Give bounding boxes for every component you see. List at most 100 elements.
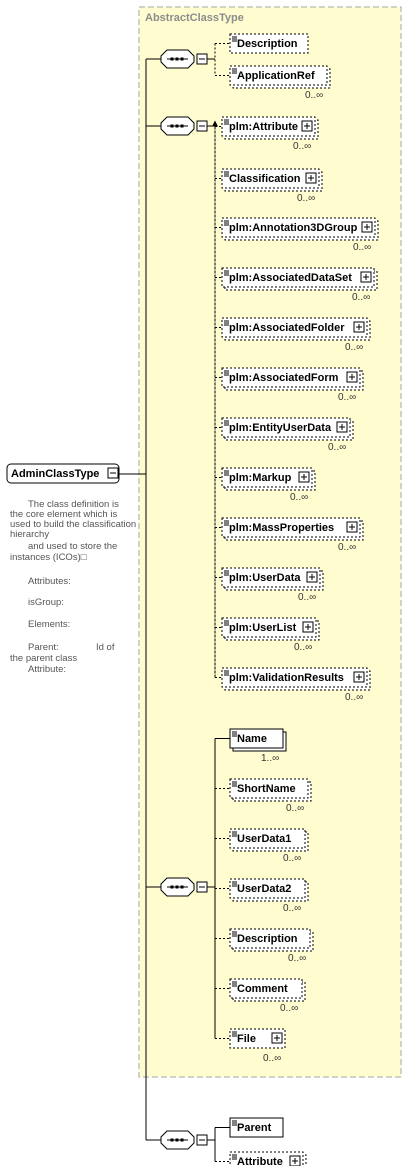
element-label: plm:Markup: [229, 472, 292, 484]
element-plm-userdata[interactable]: plm:UserData 0..∞: [221, 567, 324, 603]
expand-icon[interactable]: [360, 271, 372, 283]
root-element-admin-class-type[interactable]: AdminClassType: [6, 463, 120, 484]
cardinality-label: 0..∞: [283, 853, 301, 864]
element-glyph-icon: [224, 420, 229, 426]
collapse-icon[interactable]: [196, 120, 208, 132]
expand-icon[interactable]: [353, 321, 365, 333]
element-parent[interactable]: Parent: [229, 1117, 284, 1138]
element-applicationref[interactable]: ApplicationRef 0..∞: [229, 65, 331, 101]
element-plm-annotation3dgroup[interactable]: plm:Annotation3DGroup 0..∞: [221, 217, 379, 253]
connector-lines: [119, 43, 230, 1162]
element-label: File: [237, 1033, 256, 1045]
expand-icon[interactable]: [271, 1032, 283, 1044]
sequence-compositor[interactable]: [160, 49, 195, 69]
abstract-class-type-box: AbstractClassType: [138, 6, 402, 1078]
cardinality-label: 0..∞: [305, 90, 323, 101]
cardinality-label: 0..∞: [294, 642, 312, 653]
element-glyph-icon: [224, 119, 229, 125]
cardinality-label: 0..∞: [298, 592, 316, 603]
element-label: UserData1: [237, 833, 291, 845]
doc-line: the parent class: [10, 653, 77, 664]
doc-line: isGroup:: [28, 597, 64, 608]
cardinality-label: 0..∞: [338, 542, 356, 553]
expand-icon[interactable]: [298, 471, 310, 483]
element-glyph-icon: [224, 320, 229, 326]
group-name-sequence: Name1..∞ShortName0..∞UserData10..∞UserDa…: [160, 728, 314, 1064]
element-label: plm:UserData: [229, 572, 301, 584]
element-userdata1[interactable]: UserData1 0..∞: [229, 828, 309, 864]
collapse-icon[interactable]: [196, 1134, 208, 1146]
collapse-icon[interactable]: [196, 53, 208, 65]
group-parent-sequence: ParentAttribute0..∞: [160, 1117, 307, 1166]
element-label: Name: [237, 733, 267, 745]
element-glyph-icon: [232, 1031, 237, 1037]
element-label: Comment: [237, 983, 288, 995]
sequence-compositor[interactable]: [160, 877, 195, 897]
element-glyph-icon: [232, 981, 237, 987]
cardinality-label: 0..∞: [345, 692, 363, 703]
expand-icon[interactable]: [301, 120, 313, 132]
element-classification[interactable]: Classification 0..∞: [221, 168, 323, 204]
expand-icon[interactable]: [353, 671, 365, 683]
cardinality-label: 0..∞: [263, 1053, 281, 1064]
collapse-icon[interactable]: [196, 881, 208, 893]
doc-line: and used to store the: [28, 541, 117, 552]
element-glyph-icon: [224, 270, 229, 276]
element-glyph-icon: [232, 36, 237, 42]
expand-collapse-icon[interactable]: [107, 467, 119, 479]
root-element-label: AdminClassType: [11, 468, 99, 480]
doc-line: Id of: [96, 642, 115, 653]
element-label: plm:Annotation3DGroup: [229, 222, 358, 234]
sequence-compositor[interactable]: [160, 116, 195, 136]
element-glyph-icon: [224, 670, 229, 676]
expand-icon[interactable]: [346, 521, 358, 533]
sequence-compositor[interactable]: [160, 1130, 195, 1150]
element-file[interactable]: File 0..∞: [229, 1028, 286, 1064]
element-description[interactable]: Description: [229, 33, 309, 54]
doc-line: the core element which is: [10, 509, 117, 520]
element-label: ApplicationRef: [237, 70, 315, 82]
cardinality-label: 0..∞: [283, 903, 301, 914]
element-label: plm:UserList: [229, 622, 297, 634]
doc-line: The class definition is: [28, 499, 119, 510]
element-label: plm:AssociatedDataSet: [229, 272, 352, 284]
element-glyph-icon: [232, 1154, 237, 1160]
expand-icon[interactable]: [306, 571, 318, 583]
expand-icon[interactable]: [346, 371, 358, 383]
expand-icon[interactable]: [289, 1155, 301, 1166]
element-plm-userlist[interactable]: plm:UserList 0..∞: [221, 617, 320, 653]
element-glyph-icon: [224, 220, 229, 226]
expand-icon[interactable]: [361, 221, 373, 233]
group-plm-sequence: plm:Attribute0..∞Classification0..∞plm:A…: [160, 116, 379, 703]
doc-line: Parent:: [28, 642, 59, 653]
element-glyph-icon: [232, 881, 237, 887]
cardinality-label: 0..∞: [297, 193, 315, 204]
expand-icon[interactable]: [302, 621, 314, 633]
cardinality-label: 0..∞: [353, 242, 371, 253]
expand-icon[interactable]: [336, 421, 348, 433]
doc-line: instances (ICOs)□: [10, 552, 87, 563]
element-glyph-icon: [232, 68, 237, 74]
doc-line: hierarchy: [10, 529, 49, 540]
element-label: Classification: [229, 173, 301, 185]
cardinality-label: 0..∞: [352, 292, 370, 303]
expand-icon[interactable]: [305, 172, 317, 184]
doc-line: used to build the classification: [10, 519, 136, 530]
element-label: Description: [237, 38, 298, 50]
element-glyph-icon: [232, 781, 237, 787]
